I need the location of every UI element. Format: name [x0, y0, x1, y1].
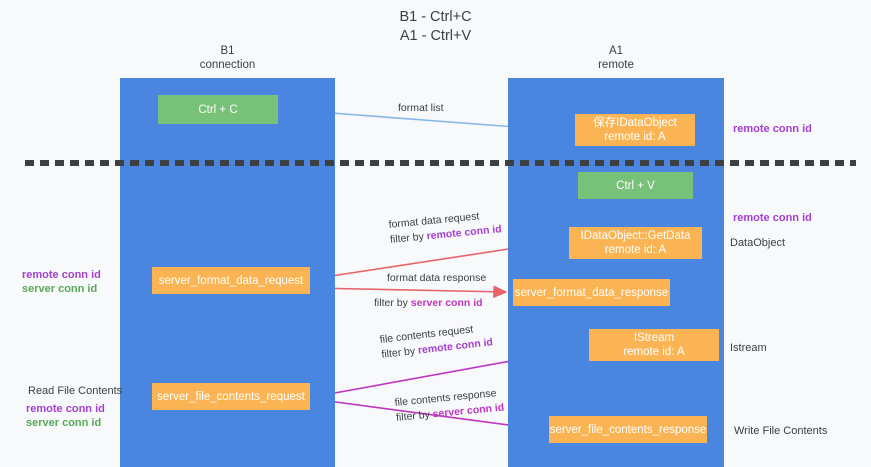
filter-prefix: filter by	[374, 297, 411, 309]
edge-label-format-list: format list	[398, 101, 444, 116]
edge-label-format-data-response-filter: filter by server conn id	[374, 296, 483, 311]
lane-a1-subtitle: remote	[598, 59, 634, 71]
node-idataobject-getdata[interactable]: IDataObject::GetData remote id: A	[569, 227, 702, 259]
arrow-file-contents-response	[312, 398, 548, 435]
side-label-left-server-conn-id-bottom: server conn id	[26, 417, 102, 429]
side-label-right-istream: Istream	[730, 342, 767, 354]
lane-header-a1: A1 remote	[508, 44, 724, 72]
side-label-left-server-conn-id-mid: server conn id	[22, 283, 98, 295]
side-label-right-remote-conn-id-top: remote conn id	[733, 123, 812, 135]
edge-label-format-data-response: format data response	[387, 271, 486, 286]
node-getdata-label: IDataObject::GetData	[580, 230, 691, 242]
node-istream-label: IStream	[633, 332, 675, 344]
node-server-file-contents-response-label: server_file_contents_response	[549, 423, 707, 436]
node-ctrl-c-label: Ctrl + C	[198, 103, 238, 116]
node-istream[interactable]: IStream remote id: A	[589, 329, 719, 361]
title-line-2: A1 - Ctrl+V	[399, 28, 472, 44]
node-server-format-data-request-label: server_format_data_request	[158, 274, 304, 287]
side-label-right-dataobject: DataObject	[730, 237, 786, 249]
phase-divider-dashed-line	[25, 160, 856, 166]
node-server-format-data-request[interactable]: server_format_data_request	[152, 267, 310, 294]
title-line-1: B1 - Ctrl+C	[399, 9, 472, 25]
arrow-format-data-response	[310, 285, 508, 299]
node-save-idataobject-label: 保存IDataObject	[593, 117, 677, 129]
node-server-format-data-response-label: server_format_data_response	[514, 286, 669, 299]
lane-a1-name: A1	[608, 45, 624, 57]
node-ctrl-c[interactable]: Ctrl + C	[158, 95, 278, 124]
lane-b1-subtitle: connection	[199, 59, 256, 71]
edge-label-format-list-text: format list	[398, 102, 444, 114]
side-label-left-read-file-contents: Read File Contents	[28, 385, 123, 397]
node-server-file-contents-request[interactable]: server_file_contents_request	[152, 383, 310, 410]
node-ctrl-v-label: Ctrl + V	[616, 179, 655, 192]
node-save-idataobject[interactable]: 保存IDataObject remote id: A	[575, 114, 695, 146]
node-getdata-sublabel: remote id: A	[604, 244, 667, 256]
lane-b1-name: B1	[220, 45, 235, 57]
side-label-right-write-file-contents: Write File Contents	[734, 425, 828, 437]
node-ctrl-v[interactable]: Ctrl + V	[578, 172, 693, 199]
node-server-file-contents-response[interactable]: server_file_contents_response	[549, 416, 707, 443]
filter-prefix: filter by	[389, 230, 428, 246]
node-istream-sublabel: remote id: A	[623, 346, 685, 358]
side-label-left-remote-conn-id-mid: remote conn id	[22, 269, 101, 281]
edge-label-format-data-response-line1: format data response	[387, 272, 487, 284]
node-save-idataobject-sublabel: remote id: A	[604, 131, 666, 143]
node-server-file-contents-request-label: server_file_contents_request	[157, 390, 305, 403]
filter-prefix: filter by	[380, 344, 419, 361]
diagram-title: B1 - Ctrl+C A1 - Ctrl+V	[0, 8, 871, 46]
side-label-left-remote-conn-id-bottom: remote conn id	[26, 403, 105, 415]
filter-prefix: filter by	[395, 408, 434, 424]
side-label-right-remote-conn-id-mid: remote conn id	[733, 212, 812, 224]
lane-header-b1: B1 connection	[120, 44, 335, 72]
filter-key-server-conn-id: server conn id	[410, 297, 483, 309]
node-server-format-data-response[interactable]: server_format_data_response	[513, 279, 670, 306]
